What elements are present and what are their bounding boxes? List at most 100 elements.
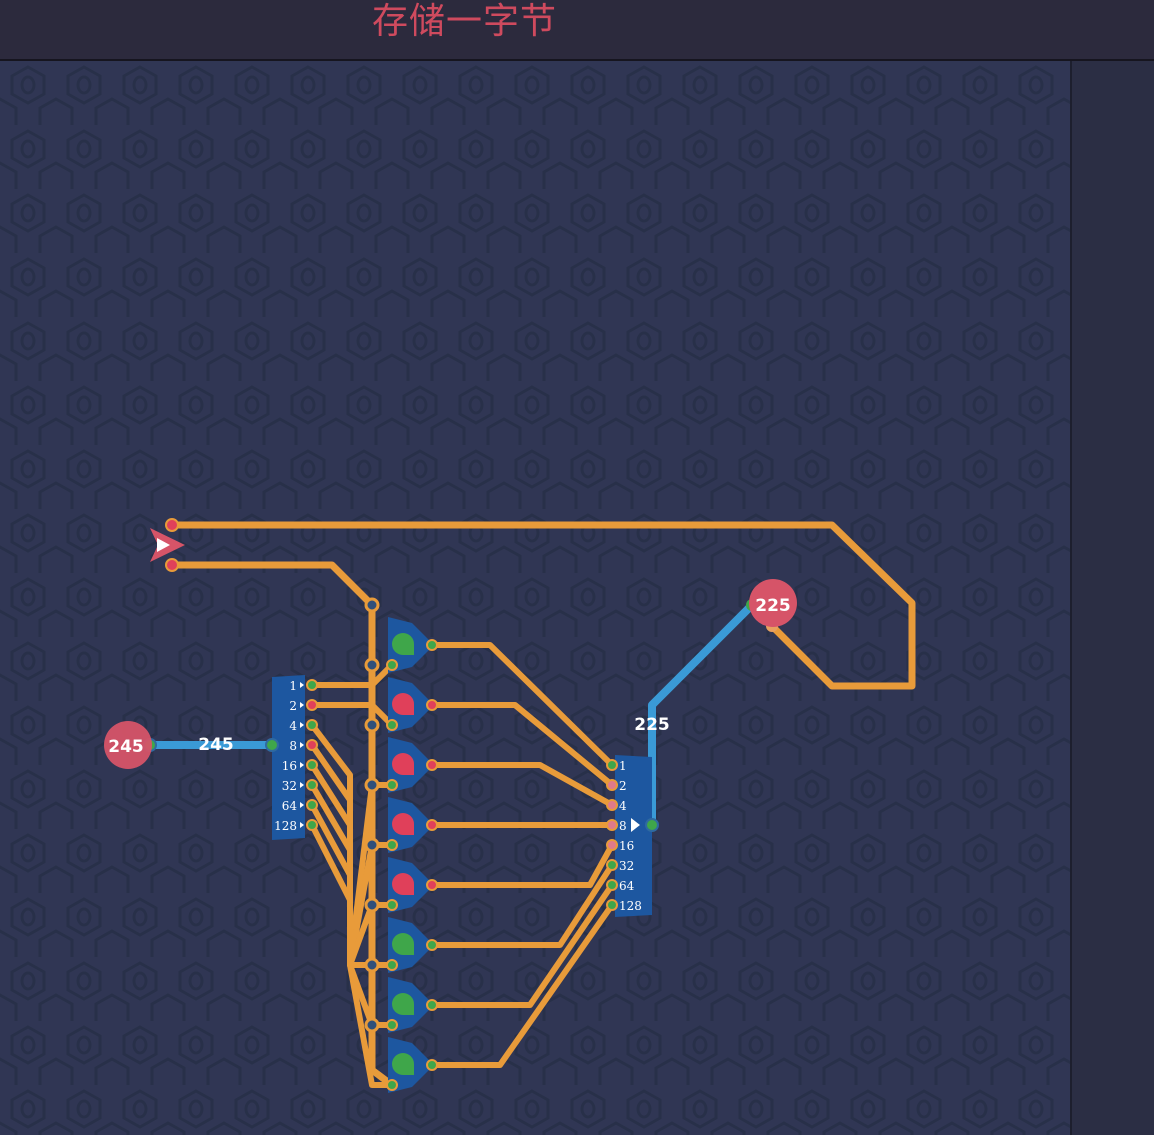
hex-background <box>0 61 1070 1135</box>
input-value: 245 <box>108 737 144 757</box>
splitter-output-pin[interactable] <box>306 759 318 771</box>
play-icon <box>157 538 170 552</box>
enable-pin[interactable] <box>165 558 179 572</box>
wire-reg-5-out[interactable] <box>432 863 615 948</box>
register-output-pin[interactable] <box>426 999 438 1011</box>
arrow-icon <box>300 762 304 768</box>
register-state-indicator <box>392 693 414 715</box>
wire-junction <box>364 897 380 913</box>
wire-bit-0-in[interactable] <box>312 662 395 688</box>
register-input-pin[interactable] <box>386 899 398 911</box>
register-input-pin[interactable] <box>386 659 398 671</box>
wire-reg-1-out[interactable] <box>432 702 614 788</box>
joiner-input-pin[interactable] <box>606 839 618 851</box>
splitter-output-pin[interactable] <box>306 699 318 711</box>
joiner-pin-label: 4 <box>619 799 627 813</box>
joiner-pin-label: 64 <box>619 879 635 893</box>
arrow-icon <box>300 682 304 688</box>
wire-reg-7-out[interactable] <box>432 903 615 1068</box>
arrow-icon <box>300 702 304 708</box>
joiner-input-pin[interactable] <box>606 759 618 771</box>
splitter-pin-label: 128 <box>274 819 297 833</box>
splitter-pin-label: 8 <box>289 739 297 753</box>
byte-splitter[interactable] <box>272 675 305 840</box>
wire-junction <box>364 597 380 613</box>
wire-junction <box>364 657 380 673</box>
byte-output[interactable] <box>749 579 797 627</box>
output-value: 225 <box>755 596 791 616</box>
splitter-pin-label: 2 <box>289 699 297 713</box>
title-bar: 存储一字节 <box>0 0 1154 61</box>
joiner-pin-label: 1 <box>619 759 627 773</box>
input-wire-label: 245 <box>198 735 234 755</box>
register-state-indicator <box>392 753 414 775</box>
register-input-pin[interactable] <box>386 1019 398 1031</box>
splitter-input-pin[interactable] <box>265 738 279 752</box>
clock-pin[interactable] <box>165 518 179 532</box>
joiner-input-pin[interactable] <box>606 799 618 811</box>
wire-reg-0-out[interactable] <box>432 642 615 768</box>
splitter-pin-label: 4 <box>289 719 297 733</box>
joiner-input-pin[interactable] <box>606 879 618 891</box>
splitter-pin-label: 16 <box>282 759 297 773</box>
register-state-indicator <box>392 873 414 895</box>
joiner-pin-label: 128 <box>619 899 642 913</box>
joiner-pin-label: 2 <box>619 779 627 793</box>
register-state-indicator <box>392 933 414 955</box>
wire-junction <box>364 957 380 973</box>
wire-clock-loop[interactable] <box>172 521 916 690</box>
arrow-icon <box>300 742 304 748</box>
splitter-output-pin[interactable] <box>306 819 318 831</box>
arrow-icon <box>631 818 640 832</box>
wire-reg-2-out[interactable] <box>432 762 614 808</box>
register-state-indicator <box>392 1053 414 1075</box>
register-input-pin[interactable] <box>386 719 398 731</box>
register-state-indicator <box>392 633 414 655</box>
splitter-pin-label: 32 <box>282 779 297 793</box>
byte-input[interactable] <box>104 721 152 769</box>
joiner-input-pin[interactable] <box>606 819 618 831</box>
arrow-icon <box>300 782 304 788</box>
wire-bit-7-in[interactable] <box>309 823 392 1088</box>
joiner-input-pin[interactable] <box>606 779 618 791</box>
circuit-board[interactable] <box>0 61 1070 1135</box>
register-input-pin[interactable] <box>386 1079 398 1091</box>
register-state-indicator <box>392 813 414 835</box>
joiner-pin-label: 16 <box>619 839 634 853</box>
splitter-output-pin[interactable] <box>306 739 318 751</box>
wire-reg-6-out[interactable] <box>432 883 615 1008</box>
register-output-pin[interactable] <box>426 939 438 951</box>
register-input-pin[interactable] <box>386 839 398 851</box>
joiner-pin-label: 8 <box>619 819 627 833</box>
joiner-input-pin[interactable] <box>606 899 618 911</box>
level-title: 存储一字节 <box>372 1 558 42</box>
splitter-output-pin[interactable] <box>306 779 318 791</box>
byte-joiner[interactable] <box>615 755 652 917</box>
register-output-pin[interactable] <box>426 759 438 771</box>
register-state-indicator <box>392 993 414 1015</box>
splitter-output-pin[interactable] <box>306 799 318 811</box>
wire-junction <box>364 837 380 853</box>
splitter-pin-label: 1 <box>289 679 297 693</box>
register-input-pin[interactable] <box>386 779 398 791</box>
register-output-pin[interactable] <box>426 879 438 891</box>
arrow-icon <box>300 802 304 808</box>
wire-junction <box>364 717 380 733</box>
wire-junction <box>364 777 380 793</box>
joiner-pin-label: 32 <box>619 859 634 873</box>
wire-reg-4-out[interactable] <box>432 843 615 888</box>
register-output-pin[interactable] <box>426 699 438 711</box>
register-output-pin[interactable] <box>426 639 438 651</box>
register-output-pin[interactable] <box>426 819 438 831</box>
joiner-input-pin[interactable] <box>606 859 618 871</box>
arrow-icon <box>300 822 304 828</box>
splitter-pin-label: 64 <box>282 799 298 813</box>
joiner-output-pin[interactable] <box>645 818 659 832</box>
splitter-output-pin[interactable] <box>306 719 318 731</box>
register-input-pin[interactable] <box>386 959 398 971</box>
side-panel <box>1070 61 1154 1135</box>
register-output-pin[interactable] <box>426 1059 438 1071</box>
splitter-output-pin[interactable] <box>306 679 318 691</box>
wire-bit-1-in[interactable] <box>312 702 395 728</box>
